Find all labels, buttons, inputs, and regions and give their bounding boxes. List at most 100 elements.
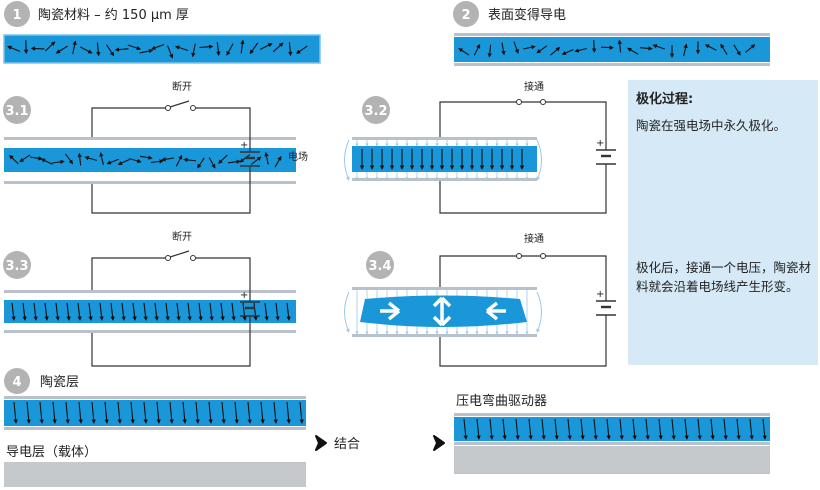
- result-ceramic-dipoles: [463, 418, 767, 440]
- dipole-arrow: [234, 401, 239, 424]
- dipole-arrow: [247, 401, 252, 424]
- dipole-arrow: [182, 401, 187, 424]
- dipole-arrow: [30, 156, 43, 161]
- result-bottom-electrode: [454, 442, 770, 445]
- step3-1-battery-label: 电场: [288, 150, 308, 163]
- step3-3-wire: [91, 257, 251, 367]
- dipole-arrow: [143, 401, 148, 424]
- dipole-arrow: [749, 418, 754, 440]
- dipole-arrow: [227, 159, 241, 164]
- step3-3-switch-label: 断开: [172, 230, 192, 243]
- dipole-arrow: [130, 401, 135, 424]
- dipole-arrow: [710, 418, 715, 440]
- step3-2-plus: +: [596, 138, 604, 149]
- step3-3-battery: [240, 301, 260, 317]
- step4-substrate-label: 导电层（载体）: [6, 445, 97, 460]
- step3-4-top-electrode: [352, 287, 537, 290]
- step4-ceramic-label: 陶瓷层: [40, 374, 79, 390]
- dipole-arrow: [106, 158, 119, 165]
- step3-4-number: 3.4: [368, 259, 391, 274]
- step3-4: 3.4 接通 +: [344, 232, 616, 367]
- result-chevron-icon: [433, 435, 445, 451]
- dipole-arrow: [9, 154, 19, 165]
- info-text-poling: 陶瓷在强电场中永久极化。: [636, 118, 787, 133]
- info-title: 极化过程:: [636, 92, 694, 107]
- dipole-arrow: [104, 401, 109, 424]
- dipole-arrow: [26, 401, 31, 424]
- step1-label: 陶瓷材料 – 约 150 µm 厚: [38, 7, 189, 23]
- dipole-arrow: [272, 42, 284, 53]
- step3-4-field-left: [344, 291, 350, 333]
- dipole-arrow: [606, 418, 611, 440]
- dipole-arrow: [652, 44, 665, 50]
- dipole-arrow: [44, 41, 56, 52]
- dipole-arrow: [617, 39, 622, 53]
- dipole-arrow: [489, 418, 494, 440]
- info-text-deformation: 极化后，接通一个电压，陶瓷材料就会沿着电场线产生形变。: [636, 260, 812, 294]
- dipole-arrow: [295, 45, 308, 54]
- dipole-arrow: [55, 302, 60, 321]
- step3-4-bottom-electrode: [352, 334, 537, 337]
- step3-1-bottom-electrode: [4, 181, 296, 184]
- dipole-arrow: [231, 302, 236, 321]
- step3-4-badge: [366, 251, 394, 279]
- result-ceramic-layer: [454, 417, 770, 441]
- dipole-arrow: [44, 302, 49, 321]
- dipole-arrow: [183, 157, 197, 163]
- dipole-arrow: [218, 154, 228, 164]
- dipole-arrow: [550, 46, 561, 56]
- step2-top-electrode: [454, 33, 770, 36]
- step3-3-top-electrode: [4, 290, 296, 293]
- step3-4-battery: [596, 300, 616, 316]
- step3-2-switch-closed: [516, 99, 546, 105]
- dipole-arrow: [259, 43, 273, 50]
- dipole-arrow: [476, 418, 481, 440]
- dipole-arrow: [175, 154, 183, 167]
- dipole-arrow: [697, 418, 702, 440]
- dipole-arrow: [140, 155, 153, 160]
- step3-3-number: 3.3: [5, 259, 28, 274]
- step4-badge: [4, 368, 30, 394]
- dipole-arrow: [745, 44, 756, 53]
- dipole-arrow: [151, 43, 165, 50]
- dipole-arrow: [105, 44, 115, 57]
- dipole-arrow: [242, 302, 247, 321]
- dipole-arrow: [639, 46, 653, 51]
- dipole-arrow: [684, 418, 689, 440]
- dipole-arrow: [591, 39, 597, 53]
- step3-2-badge: [362, 96, 390, 124]
- step4-ceramic-bottom-electrode: [4, 427, 306, 430]
- dipole-arrow: [99, 302, 104, 321]
- dipole-arrow: [151, 159, 164, 164]
- dipole-arrow: [143, 302, 148, 321]
- dipole-arrow: [645, 418, 650, 440]
- step2-label: 表面变得导电: [488, 7, 566, 23]
- step3-4-expansion-arrow-vertical: [432, 296, 452, 327]
- step3-2-field-right: [536, 139, 542, 181]
- step4-ceramic-dipoles: [13, 401, 304, 424]
- dipole-arrow: [216, 42, 221, 56]
- dipole-arrow: [226, 43, 234, 56]
- combine-chevron-icon: [315, 435, 327, 451]
- dipole-arrow: [66, 302, 71, 321]
- dipole-arrow: [593, 418, 598, 440]
- dipole-arrow: [129, 158, 142, 164]
- step3-2-wire: [439, 101, 607, 214]
- step3-4-switch-closed: [516, 253, 546, 259]
- dipole-arrow: [121, 302, 126, 321]
- dipole-arrow: [78, 401, 83, 424]
- dipole-arrow: [72, 40, 77, 55]
- dipole-arrow: [91, 401, 96, 424]
- dipole-arrow: [79, 46, 93, 54]
- step3-1-switch-label: 断开: [172, 80, 192, 93]
- dipole-arrow: [52, 159, 65, 165]
- dipole-arrow: [522, 45, 536, 50]
- dipole-arrow: [286, 401, 291, 424]
- result-top-electrode: [454, 413, 770, 416]
- dipole-arrow: [541, 418, 546, 440]
- step3-2-bottom-electrode: [352, 178, 537, 181]
- dipole-arrow: [274, 155, 282, 168]
- dipole-arrow: [513, 41, 519, 54]
- step2: 2 表面变得导电: [453, 1, 770, 66]
